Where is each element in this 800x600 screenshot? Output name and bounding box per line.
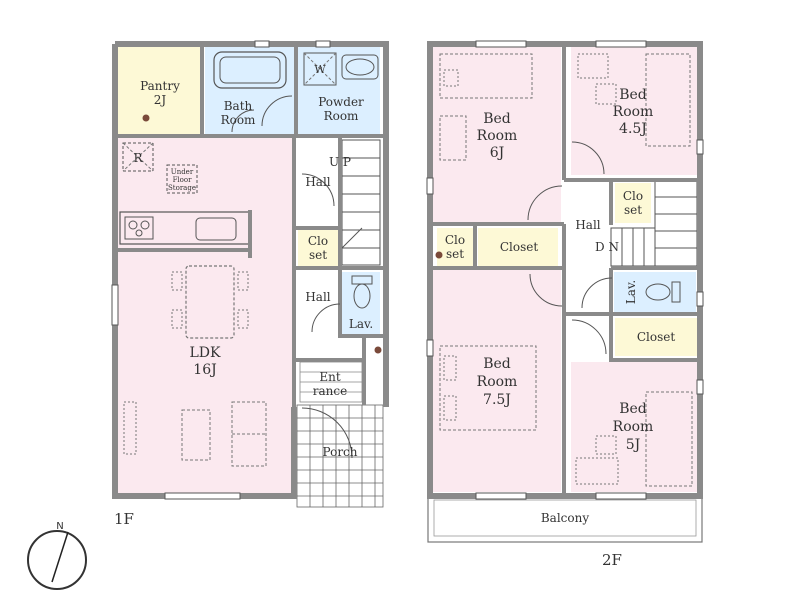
toilet-icon	[645, 283, 671, 301]
porch-label: Porch	[323, 445, 358, 459]
stair-up-label: U P	[329, 155, 351, 169]
bed75-label-1: Bed	[483, 356, 511, 372]
stair-down-label: D N	[595, 240, 619, 254]
lav-1f-area	[342, 272, 380, 334]
lav-2f-area	[614, 272, 696, 312]
sink-icon	[341, 54, 379, 80]
powder-label-1: Powder	[318, 95, 364, 109]
closet-1f-label-1: Clo	[308, 234, 328, 248]
closet-2f-b-area	[437, 228, 473, 268]
underfloor-storage-icon	[166, 164, 198, 194]
closet-2f-d-area	[615, 318, 697, 356]
closet-2f-a-label-1: Clo	[623, 189, 643, 203]
pantry-area	[118, 47, 201, 135]
compass-north-label: N	[56, 521, 63, 532]
ldk-label: LDK	[190, 345, 222, 361]
closet-1f-label-2: set	[309, 248, 327, 262]
bed45-size: 4.5J	[619, 121, 647, 137]
lav-2f-label: Lav.	[624, 280, 638, 304]
bed75-label-2: Room	[477, 374, 518, 390]
bed-icon	[439, 53, 533, 99]
bed45-label-2: Room	[613, 104, 654, 120]
desk-icon	[439, 115, 467, 161]
stairs-1f	[341, 139, 381, 266]
bed-75-area	[433, 270, 561, 492]
labels-1f: Pantry 2J Bath Room W Powder Room R Unde…	[114, 63, 373, 528]
underfloor-label-2: Floor	[173, 176, 193, 184]
washer-icon	[303, 52, 337, 86]
bathtub-icon	[213, 51, 287, 89]
compass-icon: N	[27, 521, 87, 590]
bed45-label-1: Bed	[619, 87, 647, 103]
lav-1f-label: Lav.	[349, 317, 373, 331]
bed-6-area	[433, 47, 561, 222]
floor-2-plan	[426, 40, 704, 543]
powder-area	[298, 47, 380, 135]
floor-1-label: 1F	[114, 510, 134, 528]
hall-lower-label: Hall	[305, 290, 330, 304]
kitchen-sink-icon	[195, 217, 237, 241]
closet-1f-area	[298, 230, 338, 266]
hall-upper-label: Hall	[305, 175, 330, 189]
sofa-icon	[231, 401, 267, 467]
floor-2-label: 2F	[602, 551, 622, 569]
balcony-area	[427, 495, 703, 543]
dining-table-icon	[185, 265, 235, 339]
entrance-label-1: Ent	[319, 370, 340, 384]
stairs-2f	[610, 179, 698, 267]
entrance-label-2: rance	[313, 384, 347, 398]
floor-1-plan	[111, 40, 389, 508]
bath-label-1: Bath	[224, 99, 253, 113]
bed6-label-2: Room	[477, 128, 518, 144]
bed5-label-1: Bed	[619, 401, 647, 417]
balcony-label: Balcony	[541, 511, 589, 525]
closet-2f-a-label-2: set	[624, 203, 642, 217]
pantry-label: Pantry	[140, 79, 180, 93]
bed-icon	[645, 391, 693, 487]
bed5-size: 5J	[626, 437, 641, 453]
bed6-label-1: Bed	[483, 111, 511, 127]
underfloor-label-3: Storage	[168, 184, 196, 192]
labels-2f: Bed Room 6J Bed Room 4.5J Clo set Hall D…	[445, 87, 675, 569]
closet-2f-c-label: Closet	[500, 240, 539, 254]
washer-label: W	[314, 63, 326, 76]
stove-icon	[124, 216, 154, 240]
ldk-area	[118, 138, 293, 493]
bed-icon	[439, 345, 537, 431]
tv-stand-icon	[123, 401, 137, 455]
fridge-icon	[122, 142, 154, 172]
underfloor-label-1: Under	[171, 168, 194, 176]
closet-2f-d-label: Closet	[637, 330, 676, 344]
closet-2f-a-area	[615, 183, 651, 223]
bed6-size: 6J	[490, 145, 505, 161]
closet-2f-b-label-1: Clo	[445, 233, 465, 247]
hall-2f-label: Hall	[575, 218, 600, 232]
powder-label-2: Room	[324, 109, 359, 123]
bed-45-area	[571, 47, 697, 175]
coffee-table-icon	[181, 409, 211, 461]
bed75-size: 7.5J	[483, 392, 511, 408]
fridge-label: R	[133, 151, 143, 165]
ldk-size: 16J	[193, 362, 216, 378]
bed-5-area	[571, 362, 697, 492]
pantry-size: 2J	[154, 93, 167, 107]
bed5-label-2: Room	[613, 419, 654, 435]
closet-2f-b-label-2: set	[446, 247, 464, 261]
closet-2f-c-area	[478, 228, 558, 266]
bath-label-2: Room	[221, 113, 256, 127]
bed-icon	[645, 53, 691, 147]
entrance-tiles	[299, 361, 363, 403]
